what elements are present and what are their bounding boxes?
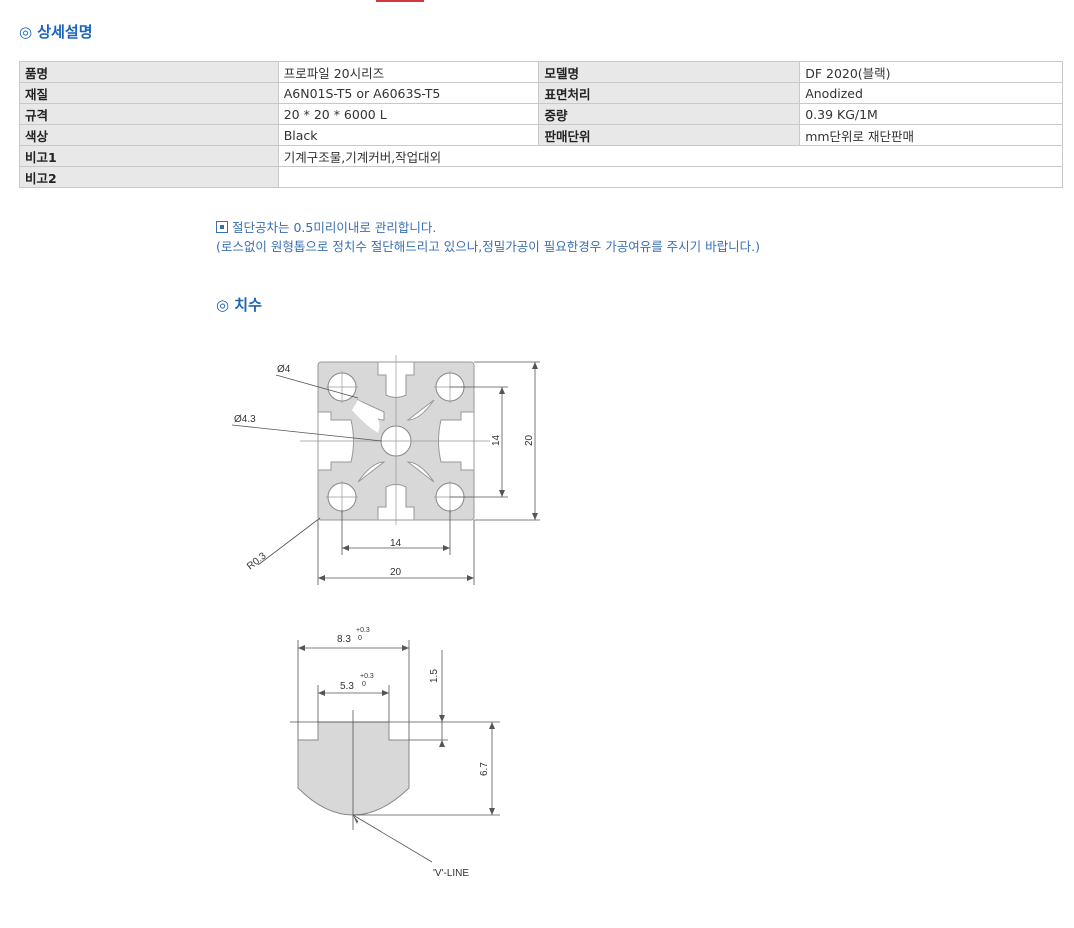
spec-key: 표면처리 [538, 82, 801, 104]
spec-value: Anodized [799, 82, 1063, 104]
table-row: 품명 프로파일 20시리즈 모델명 DF 2020(블랙) [19, 61, 1063, 83]
dim-slot-depth-top: 1.5 [429, 669, 440, 683]
spec-value: A6N01S-T5 or A6063S-T5 [277, 82, 540, 104]
v-line-label: 'V'-LINE [433, 868, 469, 879]
note-line-2: (로스없이 원형톱으로 정치수 절단해드리고 있으나,정밀가공이 필요한경우 가… [216, 239, 760, 254]
dim-slot-inner-width: 5.3 [340, 681, 354, 692]
dim-hole-4: Ø4 [277, 364, 291, 375]
slot-detail-drawing: 8.3 +0.3 0 5.3 +0.3 0 1.5 6.7 'V'-LINE [290, 627, 500, 879]
spec-value: 20 * 20 * 6000 L [277, 103, 540, 125]
spec-value: mm단위로 재단판매 [799, 124, 1063, 146]
spec-value: 0.39 KG/1M [799, 103, 1063, 125]
table-row: 비고2 [19, 166, 1064, 188]
dim-tolerance-zero: 0 [358, 635, 362, 642]
spec-key: 중량 [538, 103, 801, 125]
spec-key: 품명 [19, 61, 279, 83]
dim-hole-4-3: Ø4.3 [234, 414, 256, 425]
spec-key: 모델명 [538, 61, 801, 83]
spec-key: 색상 [19, 124, 279, 146]
spec-key: 비고2 [19, 166, 279, 188]
table-row: 재질 A6N01S-T5 or A6063S-T5 표면처리 Anodized [19, 82, 1063, 104]
dim-slot-depth: 6.7 [479, 762, 490, 776]
dim-tolerance-zero: 0 [362, 681, 366, 688]
section-title-detail: ◎ 상세설명 [19, 23, 93, 41]
bullet-square-icon [216, 221, 228, 233]
spec-key: 규격 [19, 103, 279, 125]
spec-value: Black [277, 124, 540, 146]
spec-value: DF 2020(블랙) [799, 61, 1063, 83]
spec-table: 품명 프로파일 20시리즈 모델명 DF 2020(블랙) 재질 A6N01S-… [19, 61, 1064, 188]
top-accent-bar [376, 0, 424, 2]
section-title-dimensions: ◎ 치수 [216, 296, 262, 314]
spec-key: 비고1 [19, 145, 279, 167]
dim-tolerance-plus: +0.3 [360, 673, 374, 680]
dim-inner-width: 14 [390, 538, 402, 549]
dim-slot-outer-width: 8.3 [337, 634, 351, 645]
table-row: 색상 Black 판매단위 mm단위로 재단판매 [19, 124, 1063, 146]
dim-inner-height: 14 [491, 434, 502, 446]
dim-tolerance-plus: +0.3 [356, 627, 370, 634]
spec-key: 판매단위 [538, 124, 801, 146]
spec-value: 프로파일 20시리즈 [277, 61, 540, 83]
profile-drawing: Ø4 Ø4.3 R0.3 14 20 14 20 [231, 355, 540, 585]
note-line-1: 절단공차는 0.5미리이내로 관리합니다. [232, 220, 437, 235]
spec-value: 기계구조물,기계커버,작업대외 [277, 145, 1064, 167]
dim-radius: R0.3 [245, 550, 269, 572]
dim-outer-height: 20 [524, 434, 535, 446]
table-row: 비고1 기계구조물,기계커버,작업대외 [19, 145, 1064, 167]
table-row: 규격 20 * 20 * 6000 L 중량 0.39 KG/1M [19, 103, 1063, 125]
spec-value [277, 166, 1064, 188]
spec-key: 재질 [19, 82, 279, 104]
dim-outer-width: 20 [390, 567, 402, 578]
cutting-notes: 절단공차는 0.5미리이내로 관리합니다. (로스없이 원형톱으로 정치수 절단… [216, 218, 760, 256]
